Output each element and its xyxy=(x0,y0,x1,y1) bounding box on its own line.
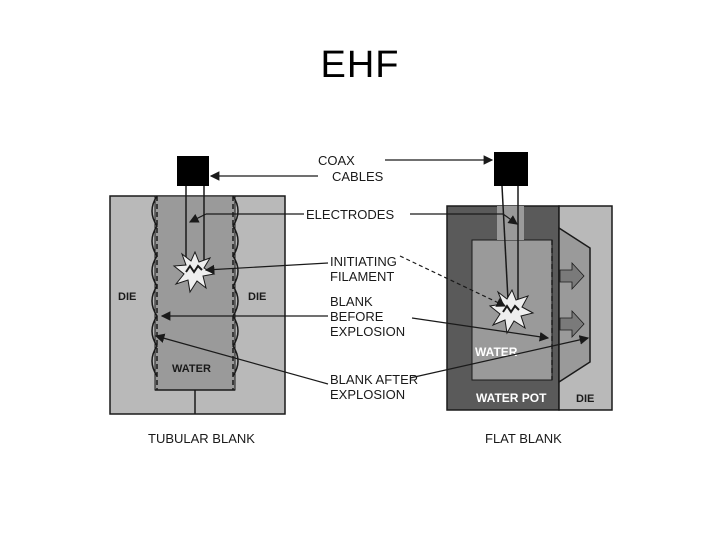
flat-arrow-upper xyxy=(559,261,585,291)
coax-label-line2: CABLES xyxy=(332,169,384,184)
electrodes-leader-left-a xyxy=(188,213,207,223)
tubular-filament xyxy=(185,264,203,274)
filament-leader-left xyxy=(204,262,329,275)
electrodes-leader-right-a xyxy=(502,213,518,225)
tubular-blank-after-left xyxy=(151,195,158,377)
slide-title: EHF xyxy=(320,44,400,86)
electrodes-label: ELECTRODES xyxy=(306,207,394,222)
blank-after-label-line1: BLANK AFTER xyxy=(330,372,418,387)
flat-die-label: DIE xyxy=(576,393,594,405)
tubular-die-right-label: DIE xyxy=(248,291,266,303)
filament-leader-right xyxy=(399,255,507,307)
blank-after-label-line2: EXPLOSION xyxy=(330,387,405,402)
flat-coax-box xyxy=(494,152,528,186)
flat-caption: FLAT BLANK xyxy=(485,431,562,446)
initiating-label-line1: INITIATING xyxy=(330,254,397,269)
flat-electrode-left xyxy=(501,185,509,301)
flat-blank-assembly: WATER WATER POT DIE FLAT BLANK xyxy=(446,152,613,446)
blank-after-leader-left xyxy=(154,333,329,385)
tubular-water-label: WATER xyxy=(172,363,211,375)
flat-water-label: WATER xyxy=(475,345,518,359)
blank-before-label-line1: BLANK xyxy=(330,294,373,309)
tubular-die-left-label: DIE xyxy=(118,291,136,303)
blank-before-label-line3: EXPLOSION xyxy=(330,324,405,339)
tubular-blank-after-right xyxy=(232,195,239,377)
flat-filament xyxy=(502,304,520,314)
flat-water-pot-label: WATER POT xyxy=(476,391,547,405)
flat-arrow-lower xyxy=(559,309,585,339)
blank-before-label-line2: BEFORE xyxy=(330,309,384,324)
center-labels: COAX CABLES ELECTRODES INITIATING FILAME… xyxy=(154,153,590,402)
tubular-caption: TUBULAR BLANK xyxy=(148,431,255,446)
tubular-coax-box xyxy=(177,156,209,186)
tubular-blank-assembly: DIE DIE WATER TUBULAR BLANK xyxy=(109,156,286,446)
flat-die-cavity xyxy=(558,226,591,384)
blank-before-leader-right xyxy=(411,317,550,342)
initiating-label-line2: FILAMENT xyxy=(330,269,394,284)
flat-pot-neck xyxy=(497,206,524,240)
tubular-water-column xyxy=(154,195,236,391)
coax-label-line1: COAX xyxy=(318,153,355,168)
blank-after-leader-right xyxy=(409,335,590,379)
